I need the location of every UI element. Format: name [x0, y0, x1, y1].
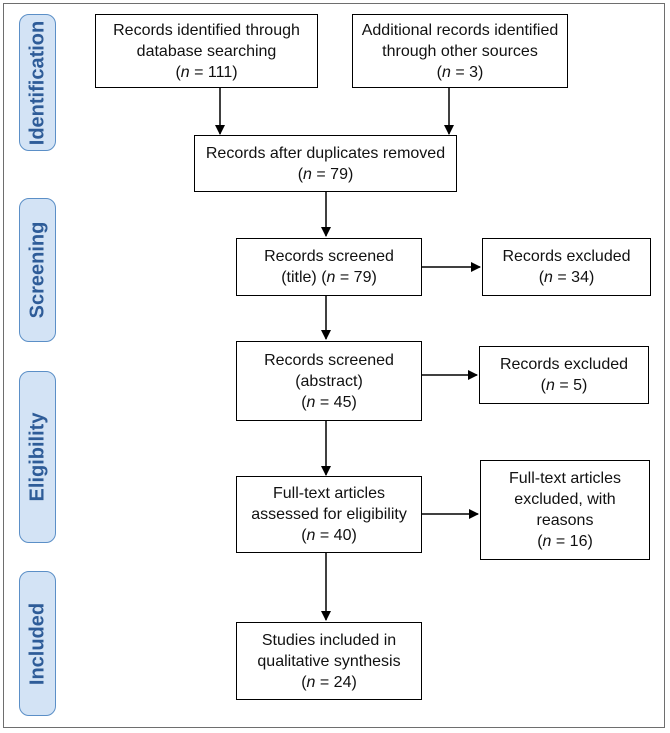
box-records-excluded-title: Records excluded (n = 34): [482, 238, 651, 296]
box-studies-included: Studies included in qualitative synthesi…: [236, 622, 422, 700]
box-other-sources: Additional records identified through ot…: [352, 14, 568, 88]
box-records-screened-abstract: Records screened (abstract) (n = 45): [236, 341, 422, 421]
diagram-frame: [3, 3, 665, 728]
box-records-excluded-abstract: Records excluded (n = 5): [479, 346, 649, 404]
stage-screening: Screening: [19, 198, 56, 342]
box-duplicates-removed: Records after duplicates removed (n = 79…: [194, 135, 457, 192]
box-records-screened-title: Records screened (title) (n = 79): [236, 238, 422, 296]
stage-included: Included: [19, 571, 56, 716]
box-fulltext-excluded: Full-text articles excluded, with reason…: [480, 460, 650, 560]
stage-eligibility: Eligibility: [19, 371, 56, 543]
stage-identification: Identification: [19, 14, 56, 151]
box-database-searching: Records identified through database sear…: [95, 14, 318, 88]
box-fulltext-assessed: Full-text articles assessed for eligibil…: [236, 476, 422, 553]
